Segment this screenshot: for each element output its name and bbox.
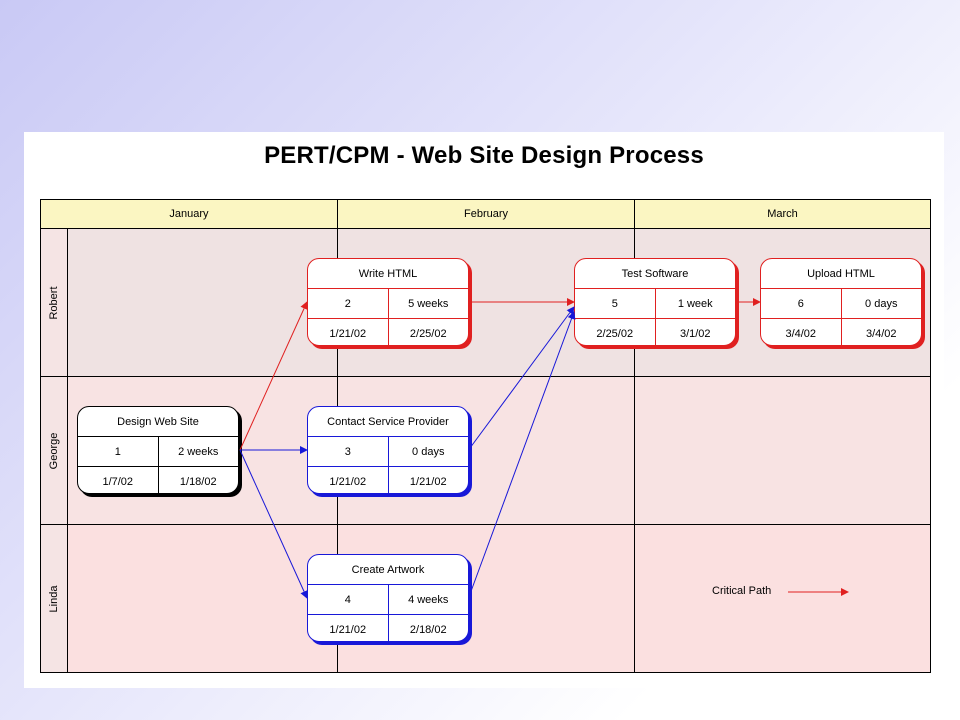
task-title: Upload HTML: [761, 259, 921, 289]
lane-label: Linda: [48, 585, 60, 612]
task-id: 2: [308, 289, 389, 318]
task-title: Write HTML: [308, 259, 468, 289]
task-node-upload-html[interactable]: Upload HTML 6 0 days 3/4/02 3/4/02: [760, 258, 922, 346]
diagram-slide: PERT/CPM - Web Site Design Process Janua…: [24, 132, 944, 688]
task-start-date: 1/7/02: [78, 467, 159, 493]
task-id: 5: [575, 289, 656, 318]
task-id: 1: [78, 437, 159, 466]
page-title: PERT/CPM - Web Site Design Process: [264, 142, 704, 169]
task-duration: 2 weeks: [178, 445, 219, 458]
task-start-date: 2/25/02: [575, 319, 656, 345]
lane-header-robert: Robert: [40, 228, 68, 377]
task-id: 6: [761, 289, 842, 318]
lane-label: Robert: [48, 285, 60, 320]
task-start-date: 3/4/02: [761, 319, 842, 345]
legend-label: Critical Path: [712, 585, 772, 597]
task-node-contact-service-provider[interactable]: Contact Service Provider 3 0 days 1/21/02…: [307, 406, 469, 494]
task-duration: 0 days: [865, 297, 898, 310]
task-node-write-html[interactable]: Write HTML 2 5 weeks 1/21/02 2/25/02: [307, 258, 469, 346]
task-end-date: 2/18/02: [409, 623, 447, 636]
task-duration: 1 week: [677, 297, 713, 310]
month-header-february: February: [337, 199, 635, 229]
task-title: Test Software: [575, 259, 735, 289]
grid-cell: [67, 524, 338, 673]
grid-cell: [634, 524, 931, 673]
month-header-march: March: [634, 199, 931, 229]
task-start-date: 1/21/02: [308, 319, 389, 345]
task-end-date: 1/21/02: [409, 475, 447, 488]
task-duration: 4 weeks: [408, 593, 449, 606]
task-title: Contact Service Provider: [308, 407, 468, 437]
task-duration: 0 days: [412, 445, 445, 458]
task-node-test-software[interactable]: Test Software 5 1 week 2/25/02 3/1/02: [574, 258, 736, 346]
lane-label: George: [48, 432, 60, 469]
task-start-date: 1/21/02: [308, 467, 389, 493]
task-id: 3: [308, 437, 389, 466]
task-node-design-web-site[interactable]: Design Web Site 1 2 weeks 1/7/02 1/18/02: [77, 406, 239, 494]
task-title: Design Web Site: [78, 407, 238, 437]
task-end-date: 3/1/02: [679, 327, 711, 340]
task-end-date: 2/25/02: [409, 327, 447, 340]
task-node-create-artwork[interactable]: Create Artwork 4 4 weeks 1/21/02 2/18/02: [307, 554, 469, 642]
task-end-date: 3/4/02: [865, 327, 897, 340]
task-start-date: 1/21/02: [308, 615, 389, 641]
task-id: 4: [308, 585, 389, 614]
month-header-january: January: [40, 199, 338, 229]
lane-header-linda: Linda: [40, 524, 68, 673]
grid-cell: [634, 376, 931, 525]
task-duration: 5 weeks: [408, 297, 449, 310]
lane-header-george: George: [40, 376, 68, 525]
task-end-date: 1/18/02: [179, 475, 217, 488]
grid-cell: [67, 228, 338, 377]
task-title: Create Artwork: [308, 555, 468, 585]
